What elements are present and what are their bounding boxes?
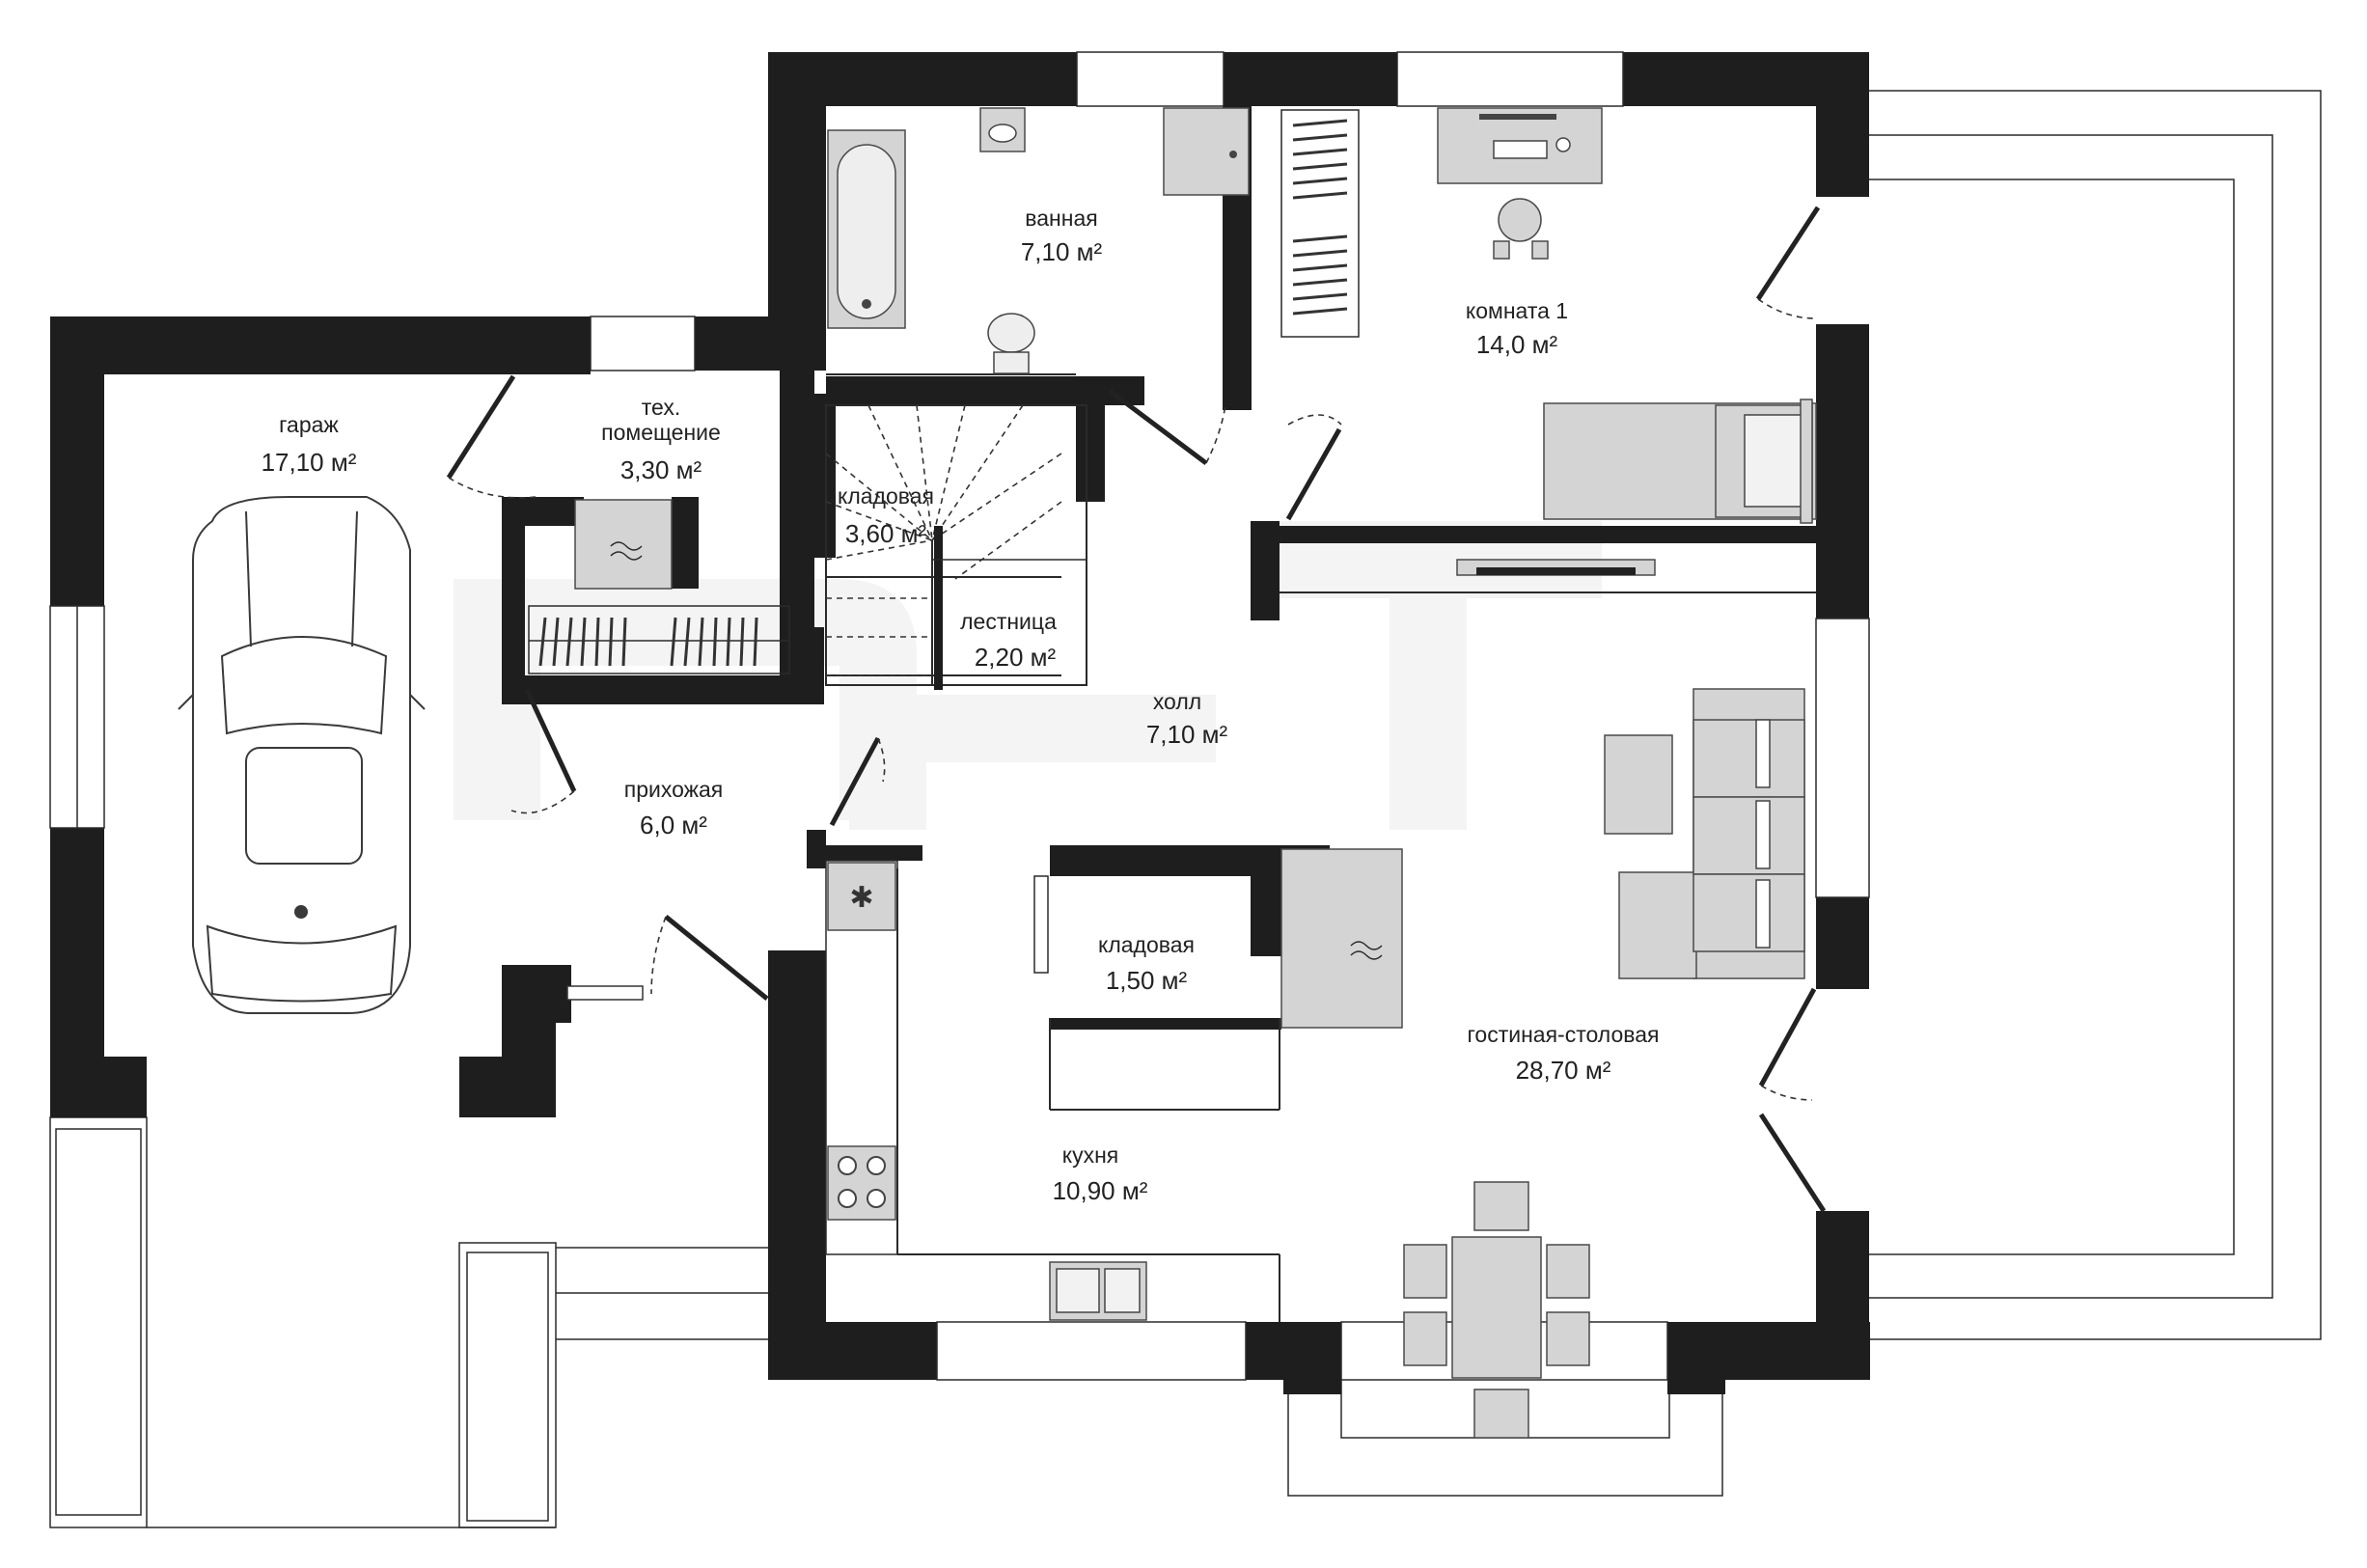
sofa [1618, 688, 1805, 979]
room1-name: комната 1 [1466, 298, 1568, 323]
bath-name: ванная [1025, 206, 1097, 231]
staircase [825, 404, 1087, 690]
terrace-right [1867, 90, 2322, 1340]
tv [1456, 559, 1656, 576]
bath-area: 7,10 м² [1021, 237, 1103, 266]
desk [1437, 107, 1603, 184]
bed [1543, 399, 1817, 524]
car [178, 496, 426, 1014]
doors [446, 206, 1827, 1213]
svg-text:✱: ✱ [849, 881, 873, 915]
hall-name: холл [1153, 689, 1201, 714]
labels: гараж 17,10 м² тех. помещение 3,30 м² ва… [261, 206, 1660, 1205]
living-area: 28,70 м² [1516, 1056, 1611, 1085]
wardrobe-room1 [1280, 109, 1360, 338]
bathtub [827, 129, 906, 329]
room1-area: 14,0 м² [1476, 330, 1558, 359]
windows [49, 51, 1870, 1381]
storage-top-name: кладовая [838, 483, 934, 509]
stairs-area: 2,20 м² [975, 643, 1057, 672]
porch-left [49, 1116, 772, 1528]
entry-name: прихожая [624, 777, 724, 802]
storage-mid-area: 1,50 м² [1106, 966, 1188, 995]
storage-mid-name: кладовая [1098, 932, 1195, 957]
tech-name-2: помещение [601, 420, 721, 445]
boiler [574, 499, 673, 590]
stairs-name: лестница [960, 609, 1057, 634]
washing-machine [1163, 107, 1250, 196]
tech-area: 3,30 м² [620, 455, 702, 484]
office-chair [1493, 198, 1549, 260]
storage-top-area: 3,60 м² [845, 519, 927, 548]
kitchen-area: 10,90 м² [1053, 1176, 1148, 1205]
wardrobe-entry [528, 605, 790, 674]
entry-area: 6,0 м² [640, 811, 707, 839]
living-name: гостиная-столовая [1468, 1022, 1660, 1047]
tech-name-1: тех. [642, 395, 680, 420]
storage-shelf [1033, 875, 1049, 974]
kitchen-counter: ✱ [825, 860, 1147, 1321]
fireplace [1280, 848, 1403, 1029]
dining-table [1403, 1181, 1590, 1439]
coffee-table [1604, 734, 1673, 835]
hall-area: 7,10 м² [1146, 720, 1228, 749]
garage-area: 17,10 м² [261, 448, 357, 477]
sink-bath [979, 107, 1026, 152]
toilet [987, 313, 1035, 374]
kitchen-name: кухня [1062, 1142, 1118, 1168]
garage-name: гараж [279, 412, 339, 437]
